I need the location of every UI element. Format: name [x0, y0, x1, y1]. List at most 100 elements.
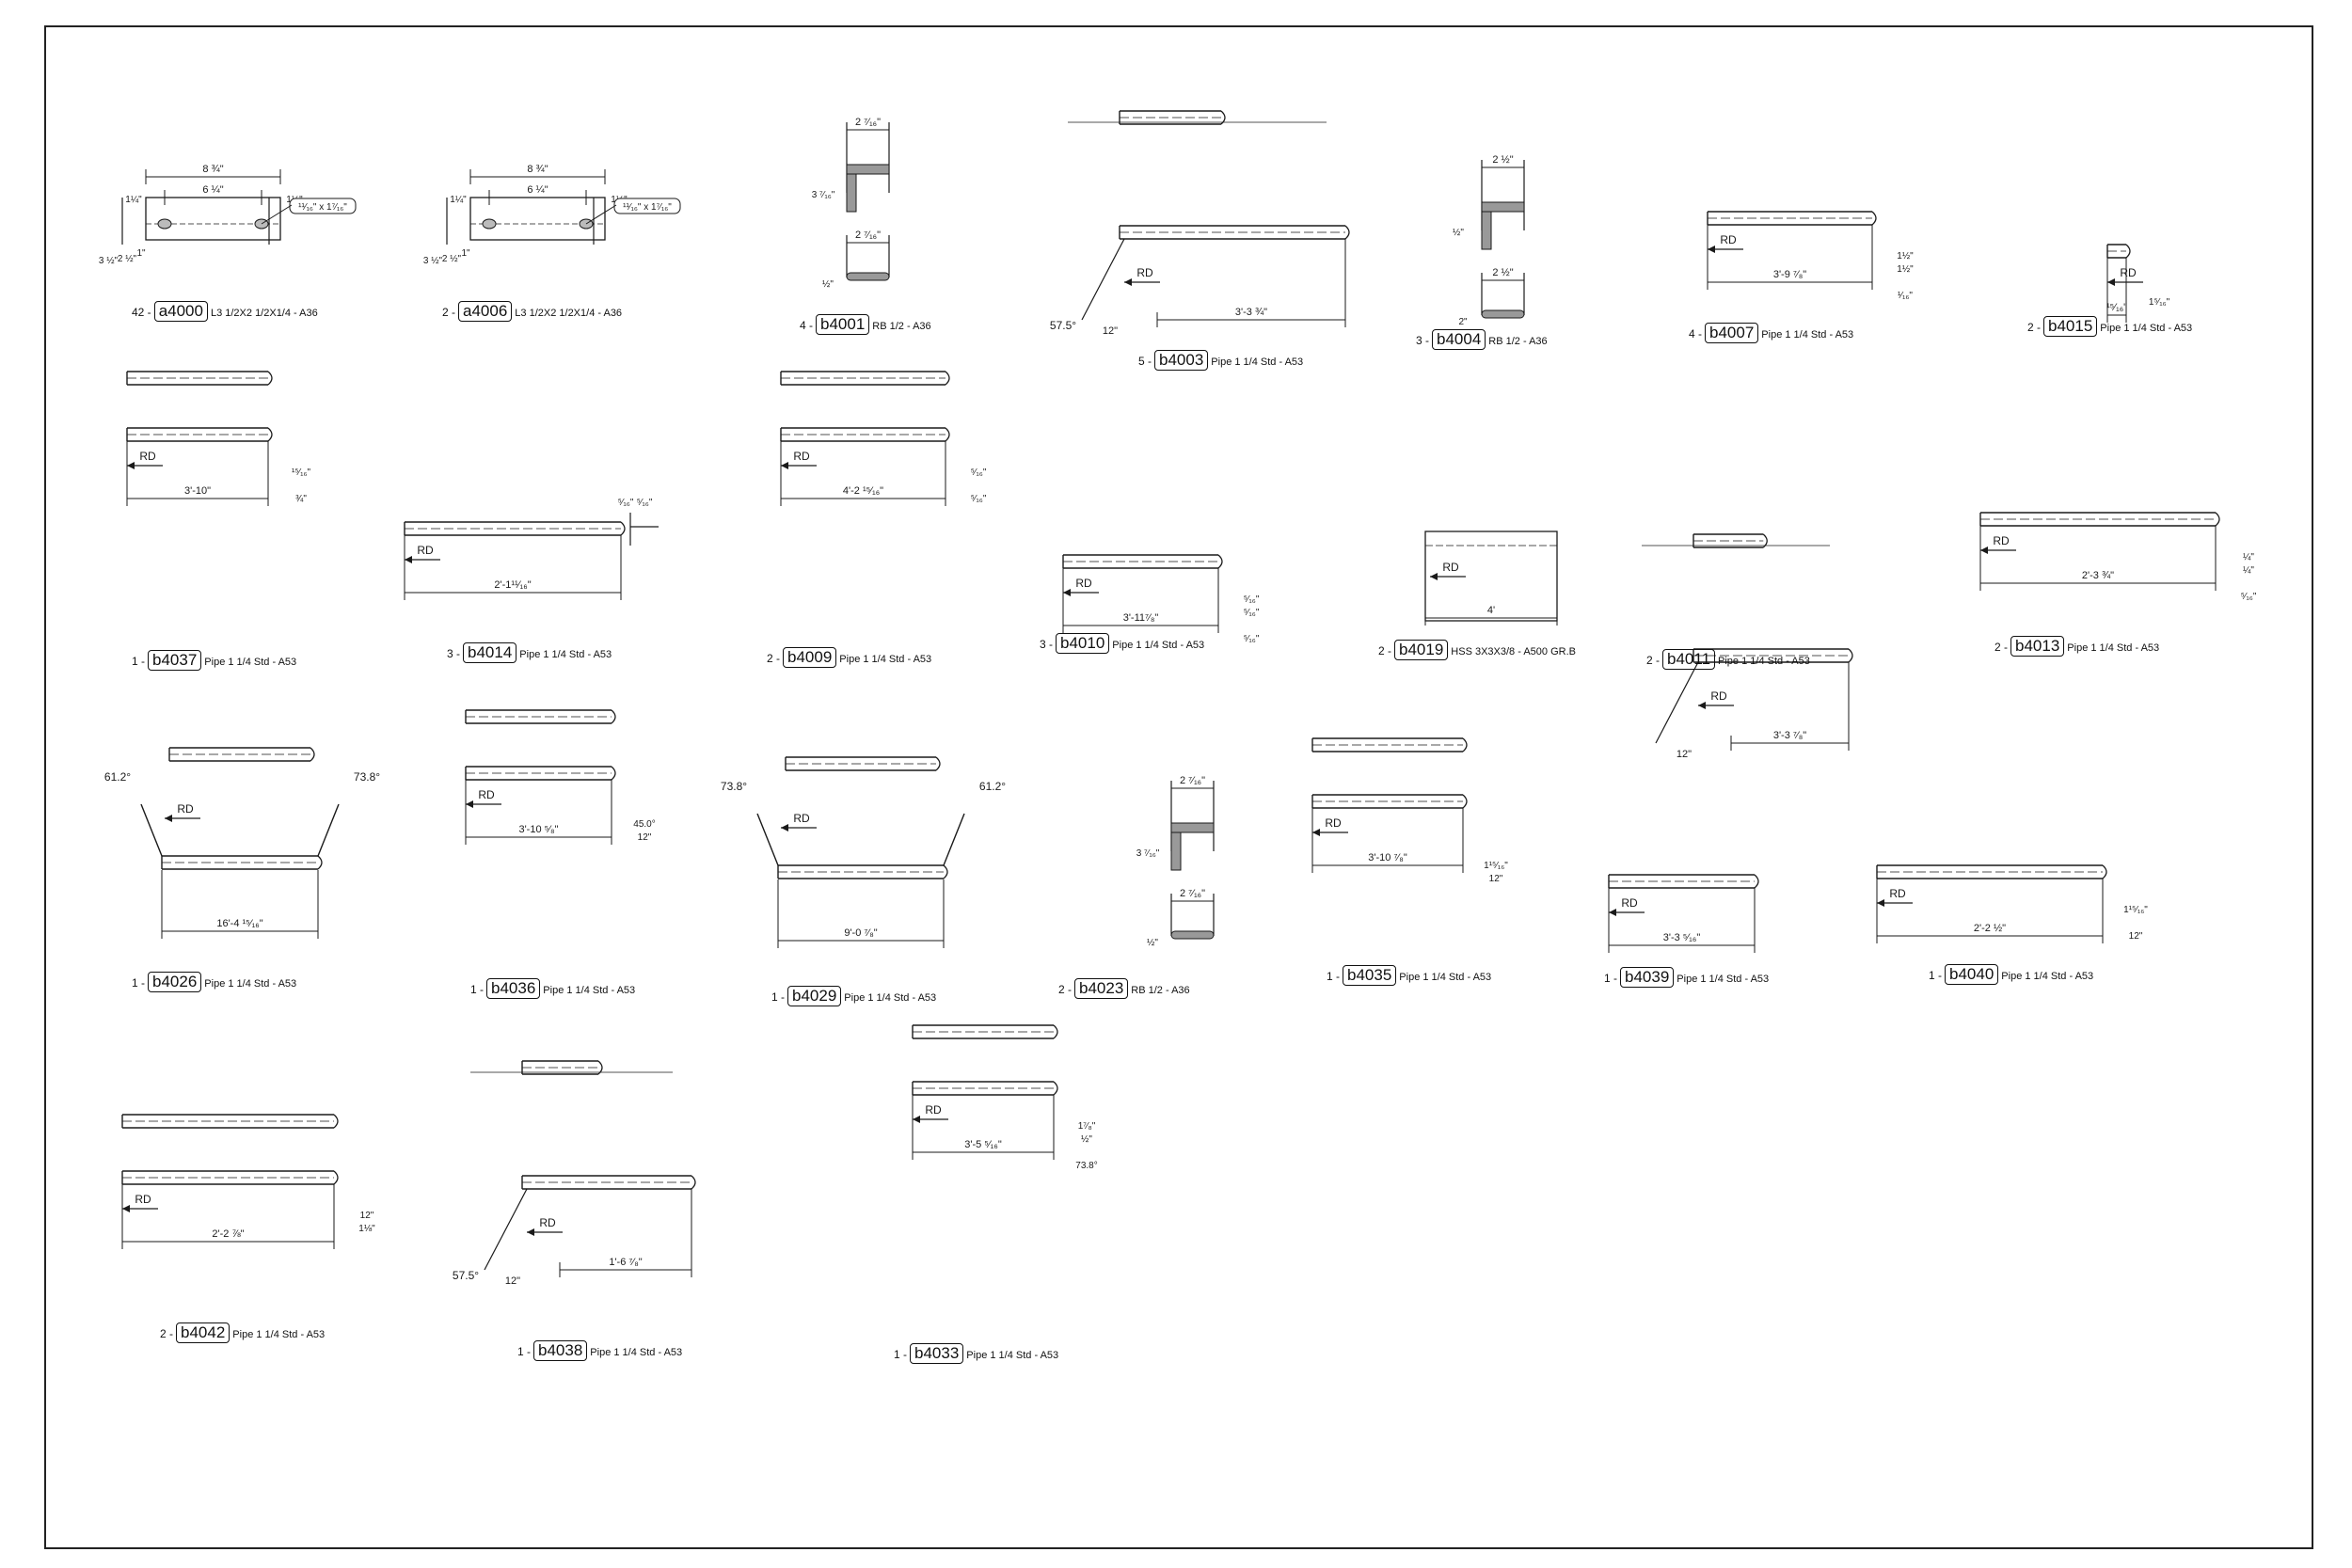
dimension-text: ½": [1147, 938, 1158, 948]
pipe-cope-end: [1220, 110, 1226, 125]
rd-arrow-icon: [913, 1116, 920, 1123]
rd-reference-text: RD: [2120, 266, 2137, 279]
part-mark[interactable]: b4036: [486, 978, 541, 999]
dimension-text: 12": [505, 1275, 520, 1287]
part-description: Pipe 1 1/4 Std - A53: [844, 992, 937, 1004]
part-drawing-b4003: RD3'-3 ¾"57.5°12": [1050, 110, 1350, 337]
dimension-text: ¾": [295, 494, 307, 504]
part-mark[interactable]: b4040: [1945, 964, 1999, 985]
part-mark[interactable]: b4010: [1056, 633, 1110, 654]
part-drawing-b4014: RD2'-1¹¹⁄₁₆"⁵⁄₁₆"⁵⁄₁₆": [404, 498, 659, 600]
dimension-text: 16'-4 ¹⁵⁄₁₆": [216, 918, 262, 929]
pipe-cope-end: [1462, 794, 1468, 809]
dimension-text: ⁵⁄₁₆": [637, 498, 653, 508]
rd-reference-text: RD: [1325, 816, 1342, 830]
pipe-cope-end: [267, 427, 273, 442]
part-mark[interactable]: b4003: [1154, 350, 1209, 371]
pipe-cope-end: [317, 855, 323, 870]
part-description: Pipe 1 1/4 Std - A53: [1761, 329, 1854, 341]
dimension-text: ⁵⁄₁₆": [1244, 594, 1260, 605]
part-quantity: 3 -: [447, 647, 461, 660]
dimension-text: ½": [1453, 228, 1464, 238]
rd-reference-text: RD: [1621, 896, 1638, 910]
angle-text: 61.2°: [979, 780, 1006, 793]
part-mark[interactable]: b4011: [1662, 649, 1716, 670]
part-mark[interactable]: b4033: [910, 1343, 964, 1364]
part-drawing-b4042: RD2'-2 ⅞"12"1⅛": [121, 1114, 375, 1249]
dimension-text: 12": [1677, 749, 1692, 760]
skew-line: [1081, 238, 1125, 321]
rd-arrow-icon: [1980, 546, 1988, 554]
dimension-text: 2 ½": [118, 254, 137, 264]
dimension-text: 2 ⁷⁄₁₆": [855, 117, 881, 128]
rd-reference-text: RD: [925, 1103, 942, 1117]
part-mark[interactable]: b4042: [176, 1323, 230, 1343]
part-mark[interactable]: b4004: [1432, 329, 1486, 350]
dimension-text: 3'-10": [184, 485, 211, 497]
rd-reference-text: RD: [1136, 266, 1153, 279]
rd-reference-text: RD: [417, 544, 434, 557]
dimension-text: 2 ½": [442, 254, 462, 264]
dimension-text: 1¹⁵⁄₁₆": [1484, 861, 1508, 871]
part-description: L3 1/2X2 1/2X1/4 - A36: [515, 308, 623, 319]
dimension-text: 6 ¼": [202, 184, 223, 196]
pipe-cope-end: [1462, 737, 1468, 752]
rd-reference-text: RD: [1993, 534, 2010, 547]
rd-reference-text: RD: [793, 812, 810, 825]
rd-arrow-icon: [165, 815, 172, 822]
pipe-cope-end: [310, 747, 315, 762]
dimension-text: 8 ¾": [202, 164, 223, 175]
dimension-text: ¼": [2243, 564, 2254, 576]
dimension-text: 1½": [1897, 264, 1914, 275]
bar-end-view: [846, 272, 890, 281]
part-mark[interactable]: b4007: [1705, 323, 1759, 343]
part-mark[interactable]: a4006: [458, 301, 513, 322]
part-description: Pipe 1 1/4 Std - A53: [2001, 971, 2094, 982]
dimension-text: 3'-10 ⁵⁄₈": [518, 824, 558, 835]
part-quantity: 1 -: [132, 976, 146, 990]
part-mark[interactable]: b4038: [533, 1340, 588, 1361]
part-quantity: 3 -: [1416, 334, 1430, 347]
part-mark[interactable]: b4009: [783, 647, 837, 668]
part-mark[interactable]: b4039: [1620, 967, 1675, 988]
part-description: Pipe 1 1/4 Std - A53: [1677, 974, 1770, 985]
part-mark[interactable]: b4013: [2010, 636, 2065, 657]
dimension-text: 3'-5 ⁵⁄₁₆": [964, 1139, 1002, 1150]
leader-line: [585, 204, 617, 225]
part-quantity: 1 -: [894, 1348, 908, 1361]
rd-arrow-icon: [122, 1205, 130, 1212]
angle-text: 57.5°: [1050, 319, 1076, 332]
part-drawing-b4004: 2 ½"½"2 ½"2": [1453, 154, 1525, 327]
part-mark[interactable]: b4001: [816, 314, 870, 335]
part-description: Pipe 1 1/4 Std - A53: [1718, 656, 1810, 667]
pipe-cope-end: [611, 709, 616, 724]
pipe-cope-end: [1344, 225, 1350, 240]
part-mark[interactable]: b4029: [787, 986, 842, 1006]
pipe-cope-end: [2215, 512, 2220, 527]
part-mark[interactable]: a4000: [153, 301, 208, 322]
part-mark[interactable]: b4014: [463, 642, 517, 663]
dimension-text: ¹⁵⁄₁₆": [2106, 302, 2127, 313]
rd-arrow-icon: [781, 824, 788, 832]
part-mark[interactable]: b4026: [148, 972, 202, 992]
pipe-cope-end: [620, 521, 626, 536]
dimension-text: ⁵⁄₁₆": [1244, 608, 1260, 618]
part-mark[interactable]: b4019: [1394, 640, 1449, 660]
part-mark[interactable]: b4037: [148, 650, 202, 671]
part-quantity: 2 -: [1646, 654, 1661, 667]
part-mark[interactable]: b4015: [2043, 316, 2098, 337]
part-mark[interactable]: b4035: [1343, 965, 1397, 986]
dimension-text: 2 ½": [1492, 267, 1513, 278]
bar-end-view: [1481, 309, 1525, 319]
dimension-text: 4': [1487, 605, 1495, 616]
dimension-text: 12": [638, 832, 652, 843]
dimension-text: 2 ⁷⁄₁₆": [855, 230, 881, 241]
dimension-text: 1¹⁵⁄₁₆": [2123, 905, 2148, 915]
part-mark[interactable]: b4023: [1074, 978, 1129, 999]
